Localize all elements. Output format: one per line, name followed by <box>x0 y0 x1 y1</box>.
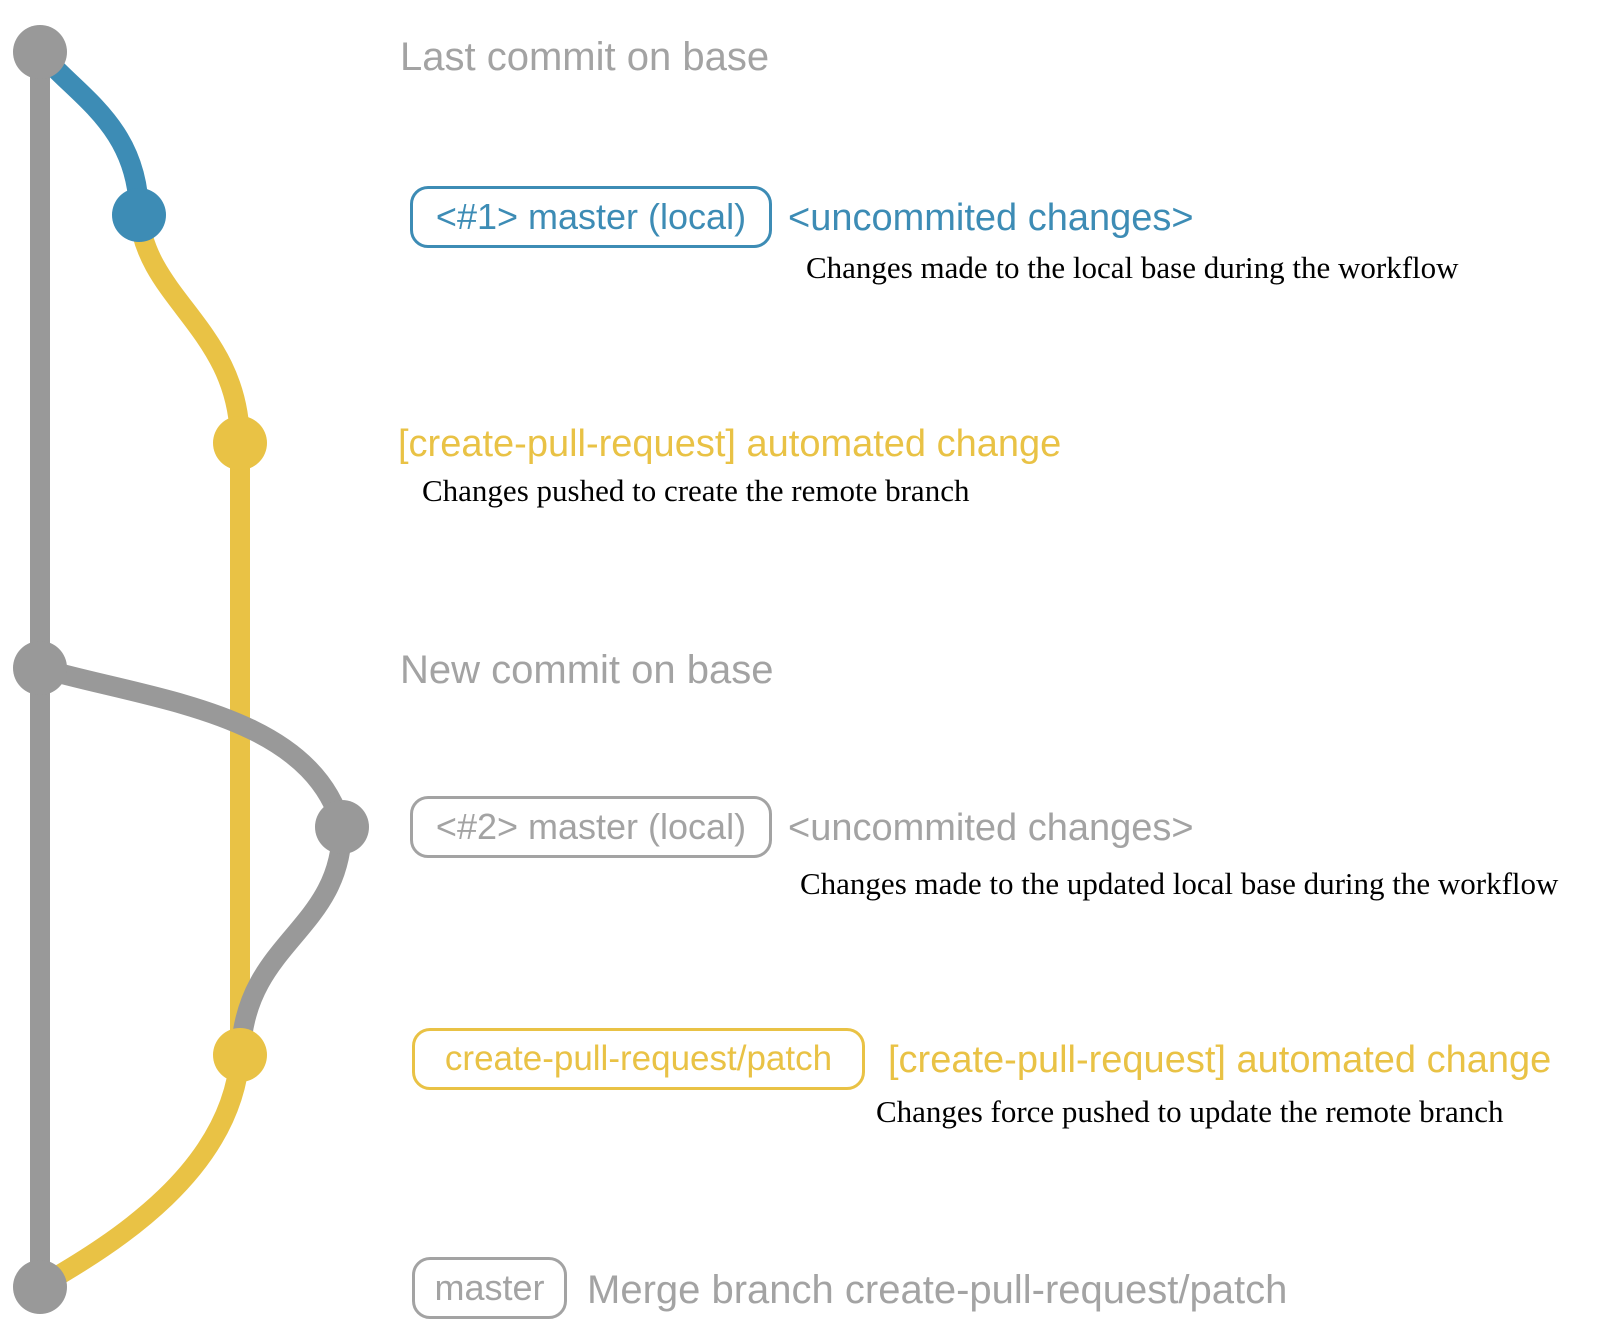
branch-tag-master-local-2-text: <#2> master (local) <box>435 806 747 847</box>
label-last-commit-on-base: Last commit on base <box>400 35 770 79</box>
branch-tag-master-local-1-text: <#1> master (local) <box>435 196 747 237</box>
description-local-changes-1: Changes made to the local base during th… <box>806 250 1459 285</box>
description-pushed-remote: Changes pushed to create the remote bran… <box>422 473 970 508</box>
branch-tag-create-pull-request-patch-text: create-pull-request/patch <box>444 1039 833 1078</box>
branch-path-remote-patch-branch <box>129 213 250 1055</box>
label-new-commit-on-base: New commit on base <box>400 648 774 692</box>
git-graph <box>13 25 369 1314</box>
commit-message-automated-1: [create-pull-request] automated change <box>398 423 1062 465</box>
commit-node-automated-change-2 <box>213 1028 267 1082</box>
commit-node-last-commit-on-base <box>13 25 67 79</box>
branch-path-local-branch-1 <box>32 45 149 216</box>
branch-tag-create-pull-request-patch: create-pull-request/patch <box>412 1028 865 1090</box>
commit-node-automated-change-1 <box>213 416 267 470</box>
commit-node-local-master-2 <box>315 800 369 854</box>
description-local-changes-2: Changes made to the updated local base d… <box>800 866 1559 901</box>
branch-path-merge-into-master <box>37 1054 250 1294</box>
branch-tag-master-local-2: <#2> master (local) <box>410 796 772 858</box>
branch-path-local-branch-2 <box>37 658 353 1049</box>
commit-message-merge-branch: Merge branch create-pull-request/patch <box>587 1268 1288 1312</box>
commit-node-merge-commit <box>13 1260 67 1314</box>
branch-tag-master-text: master <box>434 1267 545 1308</box>
branch-tag-master-local-1: <#1> master (local) <box>410 186 772 248</box>
branch-tag-master: master <box>412 1257 567 1319</box>
commit-node-new-commit-on-base <box>13 641 67 695</box>
commit-message-uncommited-1: <uncommited changes> <box>788 197 1194 239</box>
commit-message-uncommited-2: <uncommited changes> <box>788 807 1194 849</box>
commit-message-automated-2: [create-pull-request] automated change <box>888 1039 1552 1081</box>
commit-node-local-master-1 <box>112 188 166 242</box>
description-force-pushed: Changes force pushed to update the remot… <box>876 1094 1504 1129</box>
